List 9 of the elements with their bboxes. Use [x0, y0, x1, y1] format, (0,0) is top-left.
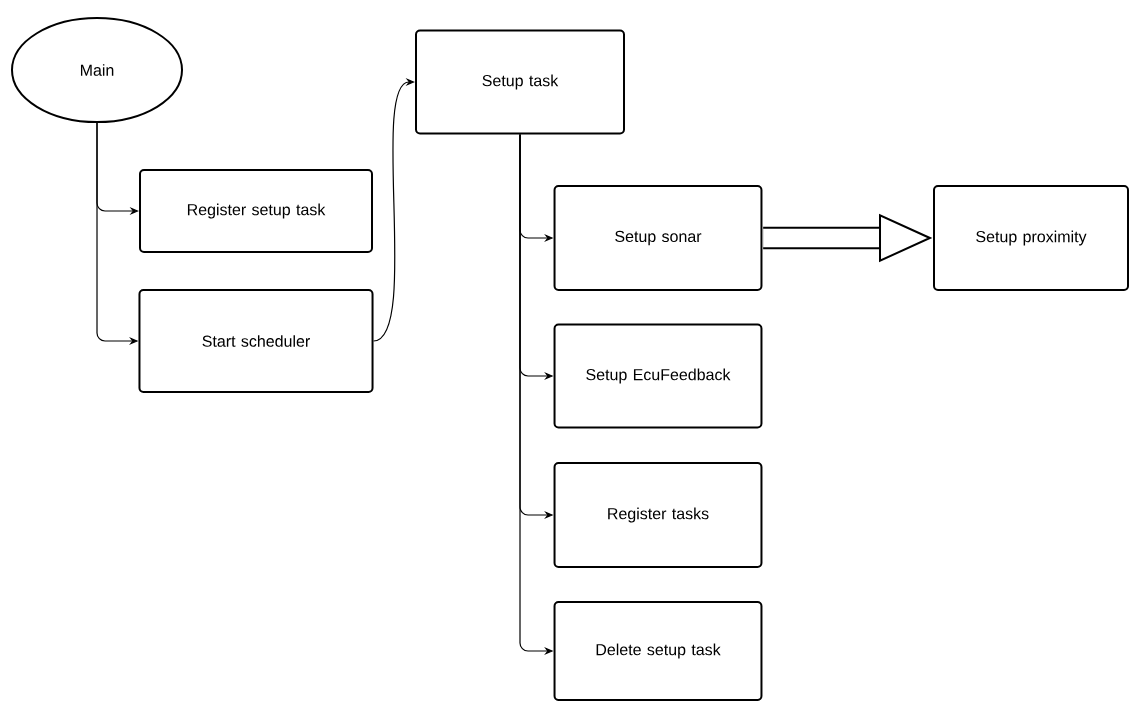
- process-box: Setup proximity: [933, 185, 1129, 291]
- process-box: Setup task: [415, 29, 625, 135]
- process-box: Register setup task: [139, 169, 373, 253]
- process-box: Setup EcuFeedback: [553, 323, 763, 429]
- arrow: [372, 77, 415, 342]
- process-box: Start scheduler: [138, 289, 374, 393]
- process-box: Delete setup task: [553, 601, 763, 701]
- process-box: Register tasks: [553, 462, 763, 568]
- process-box: Setup sonar: [553, 185, 763, 291]
